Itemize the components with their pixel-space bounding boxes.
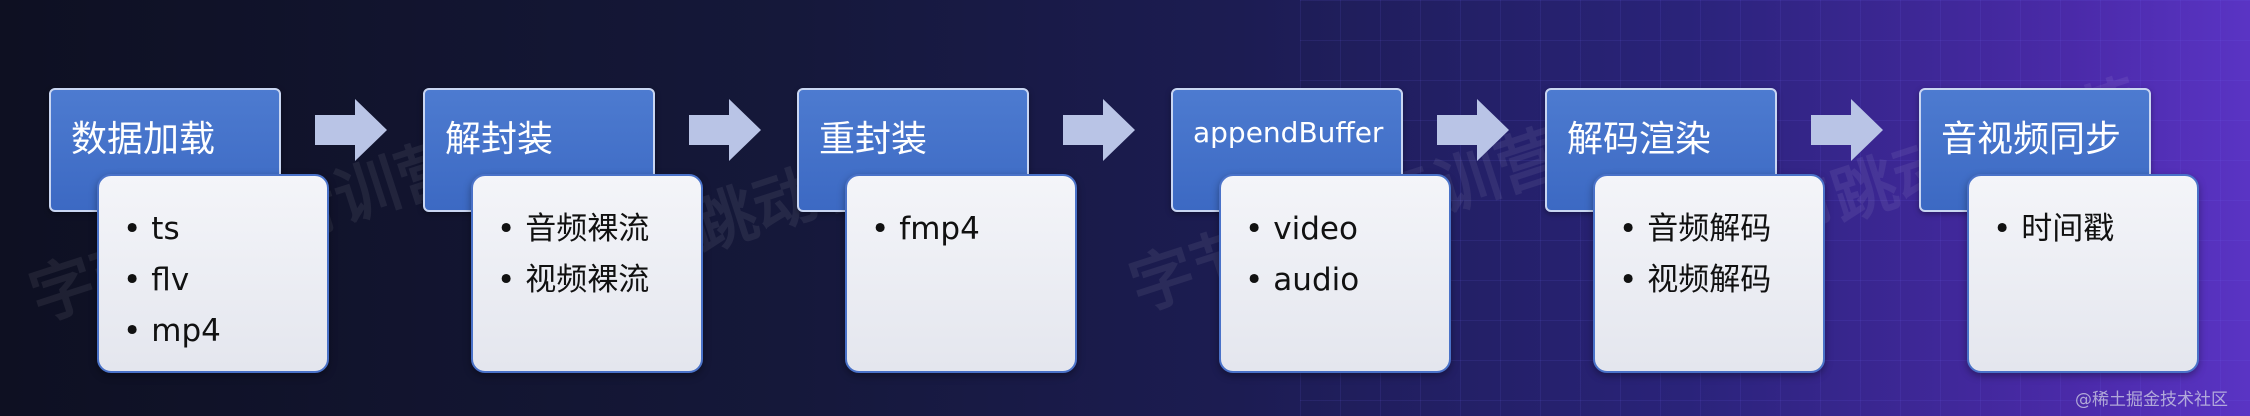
list-item: 时间戳 (1993, 204, 2197, 255)
arrow-right-icon (1811, 99, 1883, 161)
stage-item-list: 时间戳 (1967, 174, 2199, 373)
list-item: 音频解码 (1619, 204, 1823, 255)
arrow-right-icon (315, 99, 387, 161)
arrow-right-icon (1437, 99, 1509, 161)
stage-av-sync: 音视频同步 时间戳 (1919, 88, 2219, 373)
stage-item-list: ts flv mp4 (97, 174, 329, 373)
stage-data-loading: 数据加载 ts flv mp4 (49, 88, 349, 373)
stage-append-buffer: appendBuffer video audio (1171, 88, 1471, 373)
stage-item-list: fmp4 (845, 174, 1077, 373)
list-item: flv (123, 255, 327, 306)
list-item: mp4 (123, 306, 327, 357)
list-item: audio (1245, 255, 1449, 306)
footer-watermark: @稀土掘金技术社区 (2075, 390, 2228, 410)
arrow-right-icon (689, 99, 761, 161)
stage-title: 音视频同步 (1919, 88, 2151, 212)
stage-item-list: 音频解码 视频解码 (1593, 174, 1825, 373)
stage-item-list: 音频裸流 视频裸流 (471, 174, 703, 373)
stage-item-list: video audio (1219, 174, 1451, 373)
list-item: 视频裸流 (497, 255, 701, 306)
list-item: fmp4 (871, 204, 1075, 255)
list-item: ts (123, 204, 327, 255)
list-item: 视频解码 (1619, 255, 1823, 306)
stage-demux: 解封装 音频裸流 视频裸流 (423, 88, 723, 373)
list-item: video (1245, 204, 1449, 255)
stage-remux: 重封装 fmp4 (797, 88, 1097, 373)
arrow-right-icon (1063, 99, 1135, 161)
list-item: 音频裸流 (497, 204, 701, 255)
stage-decode-render: 解码渲染 音频解码 视频解码 (1545, 88, 1845, 373)
stage-title: 解码渲染 (1545, 88, 1777, 212)
